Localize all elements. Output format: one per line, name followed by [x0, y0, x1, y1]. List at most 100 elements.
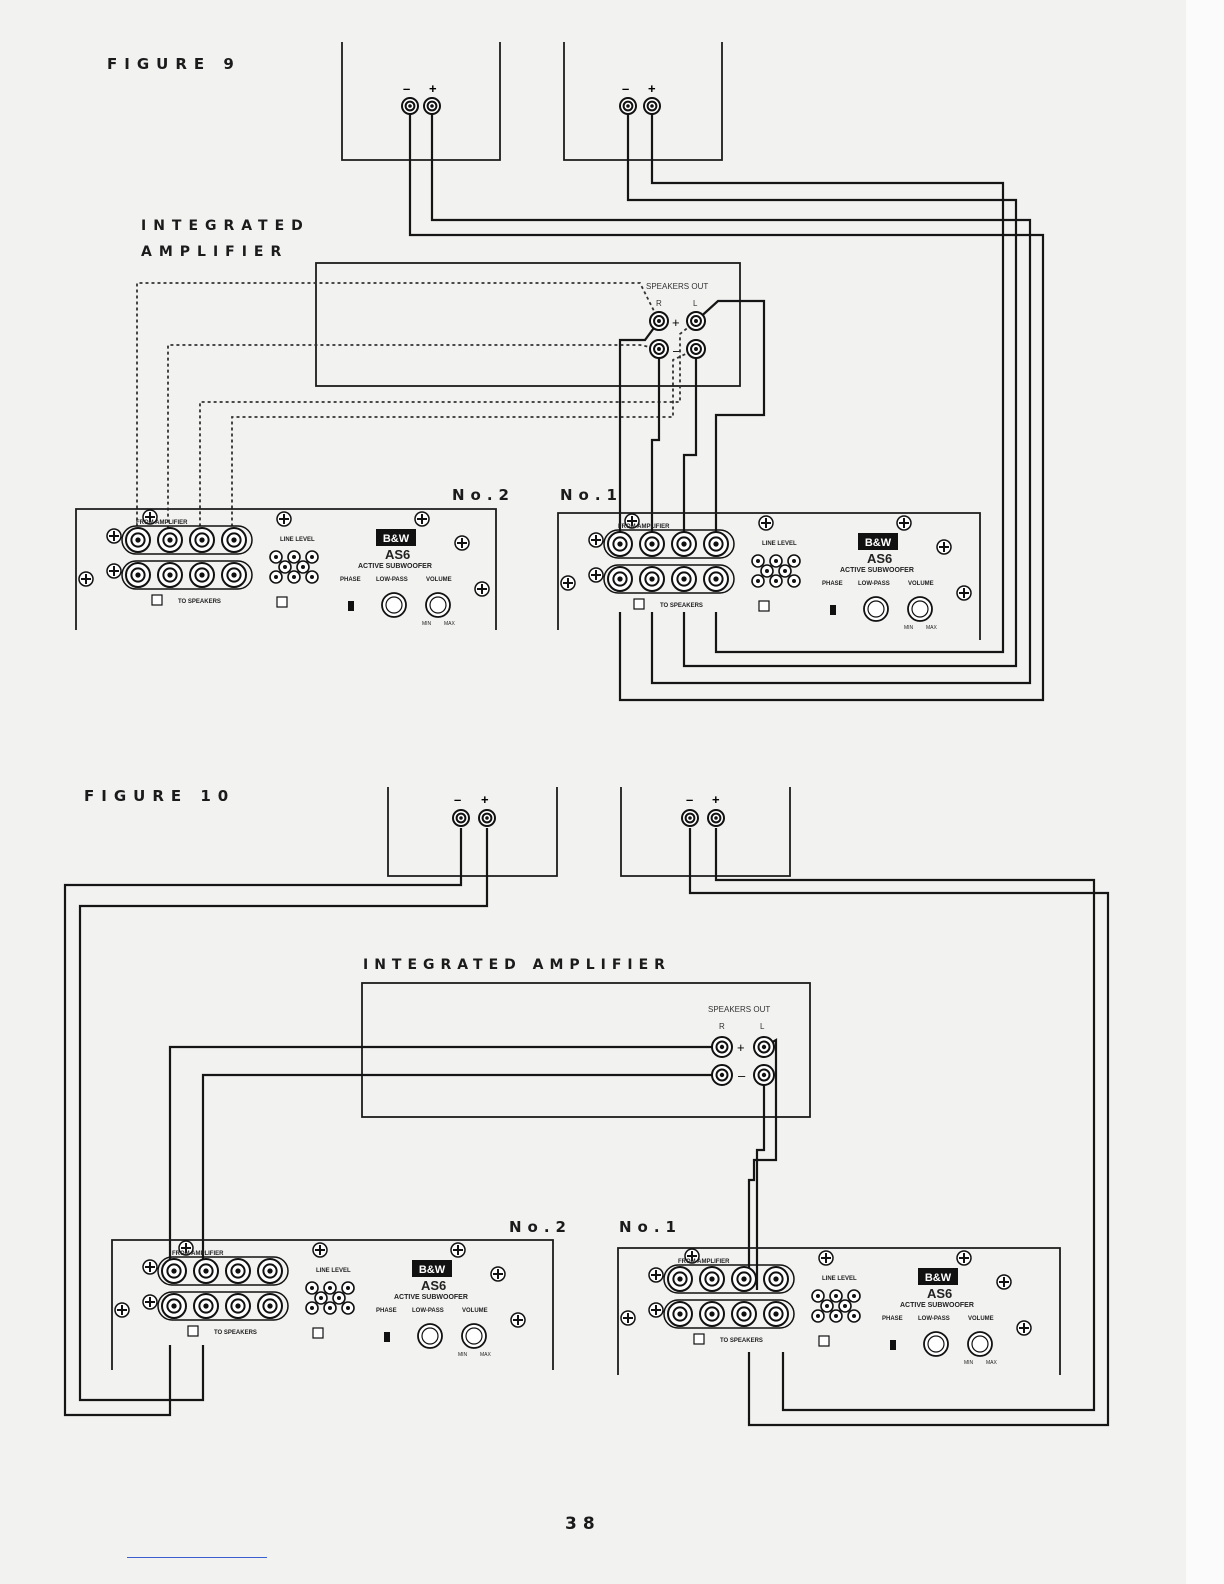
screw-icon	[114, 1302, 130, 1318]
figure9-dashed-wire-1	[136, 282, 660, 554]
to-speakers-terminal	[189, 562, 215, 588]
volume-min-label: MIN	[904, 625, 914, 631]
figure9-speaker-terminal	[643, 97, 661, 115]
figure9-sub-no1-panel	[557, 512, 981, 640]
figure10-speakers-out-plus: +	[737, 1040, 745, 1055]
to-speakers-terminal	[639, 566, 665, 592]
from-amplifier-label: FROM AMPLIFIER	[678, 1259, 730, 1265]
volume-min-label: MIN	[422, 621, 432, 627]
from-amplifier-terminal	[125, 527, 151, 553]
to-speakers-terminal	[731, 1301, 757, 1327]
ground-icon	[312, 1327, 324, 1339]
to-speakers-terminal	[221, 562, 247, 588]
figure10-wire-spk-right-minus	[688, 828, 1110, 1427]
figure9-dashed-wire-2	[167, 344, 660, 554]
figure9-title: FIGURE 9	[107, 55, 241, 73]
figure9-speaker-terminal	[619, 97, 637, 115]
ground-icon	[276, 596, 288, 608]
screw-icon	[454, 535, 470, 551]
to-speakers-terminal	[157, 562, 183, 588]
ground-icon	[187, 1325, 199, 1337]
from-amplifier-terminal	[193, 1258, 219, 1284]
figure10-speaker-left-plus-label: +	[481, 792, 489, 807]
low-pass-knob	[923, 1331, 949, 1357]
figure9-speaker-left-plus-label: +	[429, 81, 437, 96]
ground-icon	[818, 1335, 830, 1347]
volume-max-label: MAX	[444, 621, 456, 627]
figure9-speakers-out-plus: +	[672, 315, 680, 330]
from-amplifier-bezel	[663, 1264, 795, 1294]
figure10-speaker-terminal	[681, 809, 699, 827]
to-speakers-label: TO SPEAKERS	[178, 599, 221, 605]
figure10-speakers-out-r: R	[719, 1022, 725, 1031]
screw-icon	[142, 509, 158, 525]
to-speakers-label: TO SPEAKERS	[214, 1330, 257, 1336]
volume-max-label: MAX	[926, 625, 938, 631]
from-amplifier-terminal	[667, 1266, 693, 1292]
from-amplifier-terminal	[639, 531, 665, 557]
figure10-speaker-right-plus-label: +	[712, 792, 720, 807]
to-speakers-terminal	[257, 1293, 283, 1319]
figure10-unit-no1-label: No.1	[619, 1218, 682, 1236]
line-level-label: LINE LEVEL	[762, 541, 797, 547]
phase-switch-icon	[890, 1340, 896, 1350]
figure9-dashed-wire-3	[199, 320, 697, 554]
from-amplifier-terminal	[763, 1266, 789, 1292]
figure10-speaker-left-minus-label: –	[454, 792, 461, 807]
to-speakers-terminal	[193, 1293, 219, 1319]
figure10-amp-title: INTEGRATED AMPLIFIER	[363, 957, 671, 973]
figure10-speaker-terminal	[707, 809, 725, 827]
bw-logo: B&W	[376, 529, 416, 546]
figure9-wire-amp-r-plus	[618, 320, 660, 540]
from-amplifier-label: FROM AMPLIFIER	[136, 520, 188, 526]
from-amplifier-terminal	[157, 527, 183, 553]
figure10-speakers-out-l: L	[760, 1022, 765, 1031]
figure9-wire-spk-right-minus	[626, 103, 1018, 668]
phase-label: PHASE	[340, 577, 361, 583]
figure10-speaker-right-minus-label: –	[686, 792, 693, 807]
ground-icon	[633, 598, 645, 610]
to-speakers-terminal	[161, 1293, 187, 1319]
figure9-speaker-left-minus-label: –	[403, 81, 410, 96]
from-amplifier-label: FROM AMPLIFIER	[618, 524, 670, 530]
phase-label: PHASE	[882, 1316, 903, 1322]
figure9-amp-output-terminal	[686, 311, 706, 331]
volume-max-label: MAX	[986, 1360, 998, 1366]
low-pass-knob	[863, 596, 889, 622]
line-level-label: LINE LEVEL	[316, 1268, 351, 1274]
from-amplifier-bezel	[157, 1256, 289, 1286]
to-speakers-terminal	[607, 566, 633, 592]
to-speakers-label: TO SPEAKERS	[660, 603, 703, 609]
figure10-speaker-right	[620, 787, 791, 877]
figure10-wire-amp-r-plus	[168, 1045, 722, 1270]
figure10-speaker-left	[387, 787, 558, 877]
line-level-label: LINE LEVEL	[822, 1276, 857, 1282]
figure9-unit-no2-label: No.2	[452, 486, 515, 504]
page-number: 38	[565, 1514, 601, 1534]
figure10-speakers-out-label: SPEAKERS OUT	[708, 1005, 770, 1014]
screw-icon	[106, 563, 122, 579]
screw-icon	[956, 585, 972, 601]
volume-label: VOLUME	[462, 1308, 488, 1314]
screw-icon	[474, 581, 490, 597]
from-amplifier-terminal	[671, 531, 697, 557]
figure9-amplifier-box	[315, 262, 741, 387]
figure10-wire-spk-right-plus	[714, 828, 1096, 1412]
from-amplifier-terminal	[703, 531, 729, 557]
ground-icon	[693, 1333, 705, 1345]
screw-icon	[818, 1250, 834, 1266]
to-speakers-bezel	[663, 1299, 795, 1329]
screw-icon	[758, 515, 774, 531]
figure9-wire-amp-l-minus	[682, 349, 698, 540]
figure10-amp-output-terminal	[711, 1036, 733, 1058]
volume-knob	[425, 592, 451, 618]
figure10-speaker-terminal	[478, 809, 496, 827]
screw-icon	[78, 571, 94, 587]
from-amplifier-terminal	[607, 531, 633, 557]
bw-logo-text: B&W	[419, 1264, 446, 1276]
screw-icon	[936, 539, 952, 555]
